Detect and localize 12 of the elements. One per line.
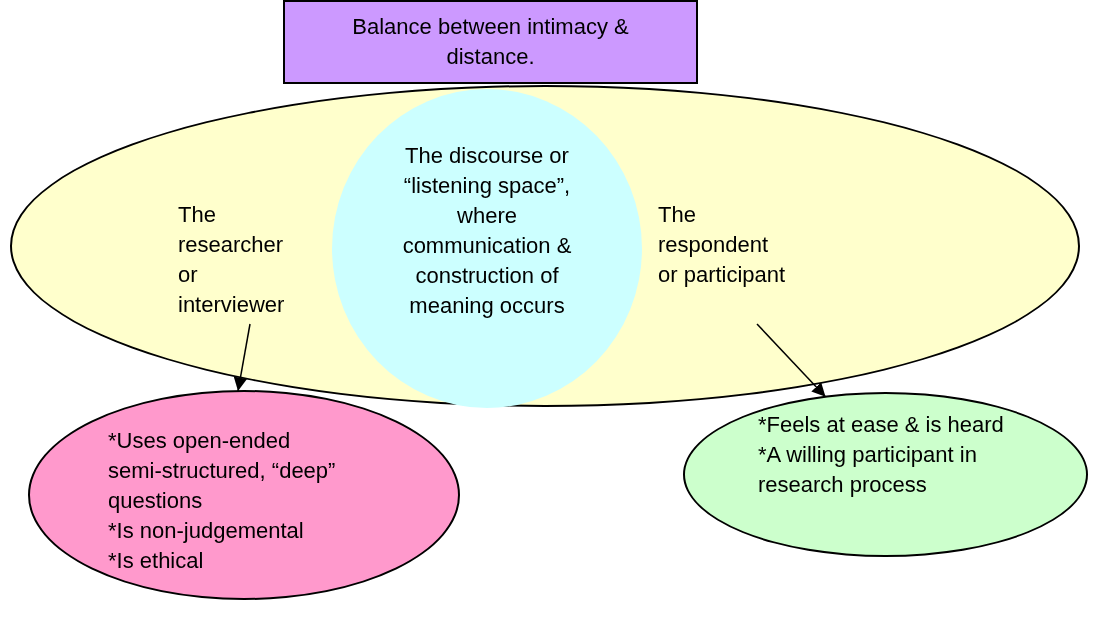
title-box <box>283 0 698 84</box>
box-title: Balance between intimacy & distance. <box>351 13 630 71</box>
bullet-text: *Is non-judgemental <box>108 517 305 545</box>
bullet-text: *Uses open-ended semi-structured, “deep” questions <box>108 427 337 515</box>
side-label: The researcher or interviewer <box>178 200 296 322</box>
arrow <box>233 323 251 392</box>
side-label: The respondent or participant <box>658 200 786 322</box>
circle-text: The discourse or “listening space”, where communication & construction of meaning occurs <box>401 142 573 320</box>
bullet-text: *Feels at ease & is heard <box>758 411 1005 439</box>
arrow <box>756 323 827 398</box>
bullet-text: *Is ethical <box>108 547 205 575</box>
bullet-text: *A willing participant in research process <box>758 441 978 499</box>
